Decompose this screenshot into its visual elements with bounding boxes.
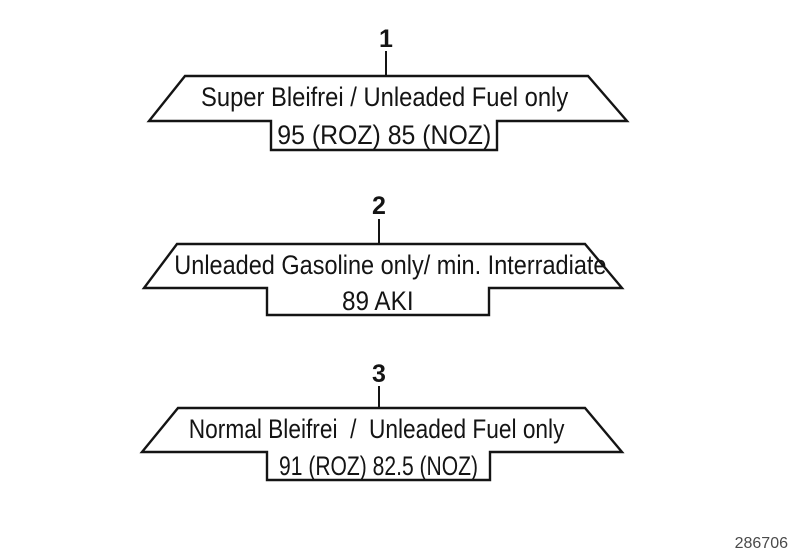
label-outline-2 bbox=[141, 242, 625, 317]
callout-number-1: 1 bbox=[379, 25, 393, 53]
callout-number-2: 2 bbox=[372, 192, 386, 220]
callout-number-3: 3 bbox=[372, 360, 386, 388]
callout-leader-line-2 bbox=[377, 219, 381, 245]
label-outline-3 bbox=[139, 406, 625, 482]
document-number: 286706 bbox=[734, 535, 788, 552]
callout-leader-line-3 bbox=[377, 386, 381, 409]
label-outline-1 bbox=[146, 74, 630, 152]
callout-leader-line-1 bbox=[384, 51, 388, 77]
